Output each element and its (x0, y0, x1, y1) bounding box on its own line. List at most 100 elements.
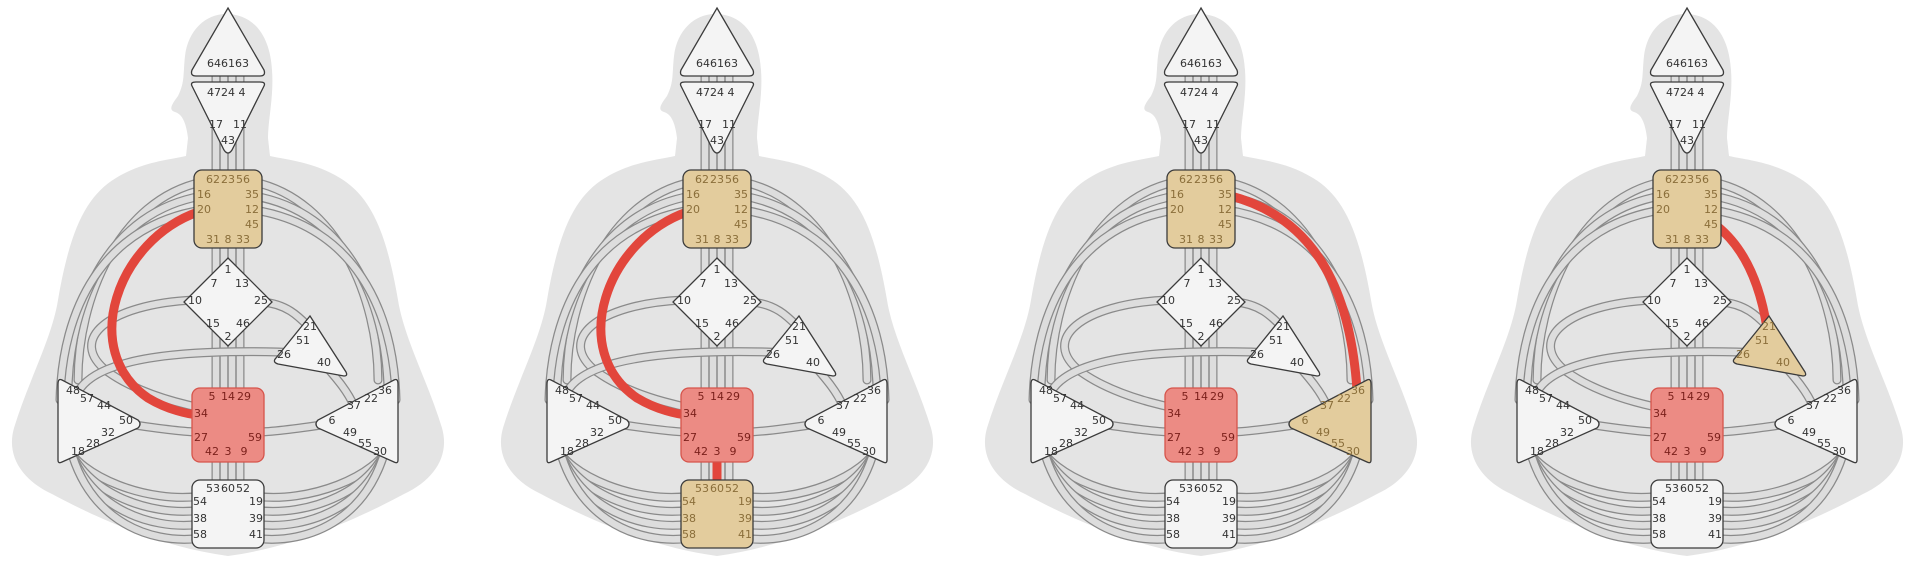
gate-39: 39 (1222, 512, 1236, 525)
active-channel-35-36 (1226, 191, 1362, 395)
gate-7: 7 (211, 277, 218, 290)
gate-24: 24 (1680, 86, 1694, 99)
gate-54: 54 (193, 495, 207, 508)
center-g (1156, 257, 1246, 347)
gate-48: 48 (66, 384, 80, 397)
channel-throat-spleen-3-inner (1029, 206, 1179, 404)
gate-41: 41 (249, 528, 263, 541)
center-head (679, 6, 755, 77)
gate-27: 27 (683, 431, 697, 444)
gate-51: 51 (1269, 334, 1283, 347)
gate-30: 30 (1346, 445, 1360, 458)
gate-58: 58 (1652, 528, 1666, 541)
center-sacral (1164, 387, 1238, 463)
gate-57: 57 (80, 392, 94, 405)
gate-43: 43 (221, 134, 235, 147)
gate-5: 5 (1668, 390, 1675, 403)
gate-58: 58 (682, 528, 696, 541)
gate-5: 5 (1182, 390, 1189, 403)
gate-21: 21 (1276, 320, 1290, 333)
gate-62: 62 (1179, 173, 1193, 186)
gate-32: 32 (1074, 426, 1088, 439)
center-g (672, 257, 762, 347)
gate-17: 17 (1668, 118, 1682, 131)
active-channel-20-34 (596, 207, 692, 420)
gate-22: 22 (853, 392, 867, 405)
gate-28: 28 (86, 437, 100, 450)
gate-4: 4 (1698, 86, 1705, 99)
gate-21: 21 (1762, 320, 1776, 333)
gate-49: 49 (1316, 426, 1330, 439)
gate-29: 29 (1210, 390, 1224, 403)
gate-12: 12 (1704, 203, 1718, 216)
gate-26: 26 (766, 348, 780, 361)
center-ego (1246, 314, 1321, 377)
gate-16: 16 (686, 188, 700, 201)
gate-1: 1 (1684, 263, 1691, 276)
gate-34: 34 (1653, 407, 1667, 420)
center-solar (804, 378, 888, 464)
gate-49: 49 (343, 426, 357, 439)
gate-64: 64 (696, 57, 710, 70)
gate-36: 36 (867, 384, 881, 397)
gate-64: 64 (1180, 57, 1194, 70)
gate-60: 60 (710, 482, 724, 495)
gate-26: 26 (1736, 348, 1750, 361)
gate-3: 3 (225, 445, 232, 458)
gate-10: 10 (188, 294, 202, 307)
gate-2: 2 (1684, 330, 1691, 343)
centers (1516, 6, 1858, 549)
gate-52: 52 (725, 482, 739, 495)
gate-31: 31 (206, 233, 220, 246)
gate-42: 42 (1178, 445, 1192, 458)
gate-38: 38 (1652, 512, 1666, 525)
gate-25: 25 (1227, 294, 1241, 307)
center-head (1649, 6, 1725, 77)
gate-17: 17 (698, 118, 712, 131)
gate-18: 18 (1530, 445, 1544, 458)
gate-38: 38 (1166, 512, 1180, 525)
center-root (680, 479, 754, 549)
gate-44: 44 (586, 399, 600, 412)
gate-46: 46 (236, 317, 250, 330)
gate-21: 21 (303, 320, 317, 333)
gate-1: 1 (714, 263, 721, 276)
center-throat (682, 169, 752, 249)
gate-53: 53 (206, 482, 220, 495)
gate-25: 25 (254, 294, 268, 307)
gate-3: 3 (714, 445, 721, 458)
gate-19: 19 (738, 495, 752, 508)
gate-10: 10 (677, 294, 691, 307)
channel-throat-solar-3-inner (1709, 206, 1859, 404)
gate-9: 9 (1214, 445, 1221, 458)
gate-52: 52 (1209, 482, 1223, 495)
center-spleen (57, 378, 141, 464)
gate-43: 43 (710, 134, 724, 147)
gate-18: 18 (560, 445, 574, 458)
active-channel-45-21 (1712, 221, 1772, 333)
gate-34: 34 (683, 407, 697, 420)
gate-46: 46 (1209, 317, 1223, 330)
gate-56: 56 (1695, 173, 1709, 186)
gate-6: 6 (818, 414, 825, 427)
gate-34: 34 (1167, 407, 1181, 420)
gate-59: 59 (248, 431, 262, 444)
gate-32: 32 (590, 426, 604, 439)
gate-8: 8 (1684, 233, 1691, 246)
channel-throat-spleen-3-inner (56, 206, 206, 404)
gate-2: 2 (225, 330, 232, 343)
gate-56: 56 (725, 173, 739, 186)
gate-57: 57 (569, 392, 583, 405)
gate-15: 15 (1665, 317, 1679, 330)
gate-47: 47 (1180, 86, 1194, 99)
gate-46: 46 (725, 317, 739, 330)
channel-throat-spleen-3-inner (545, 206, 695, 404)
gate-60: 60 (1680, 482, 1694, 495)
gate-24: 24 (1194, 86, 1208, 99)
gate-51: 51 (1755, 334, 1769, 347)
gate-15: 15 (206, 317, 220, 330)
gate-39: 39 (249, 512, 263, 525)
